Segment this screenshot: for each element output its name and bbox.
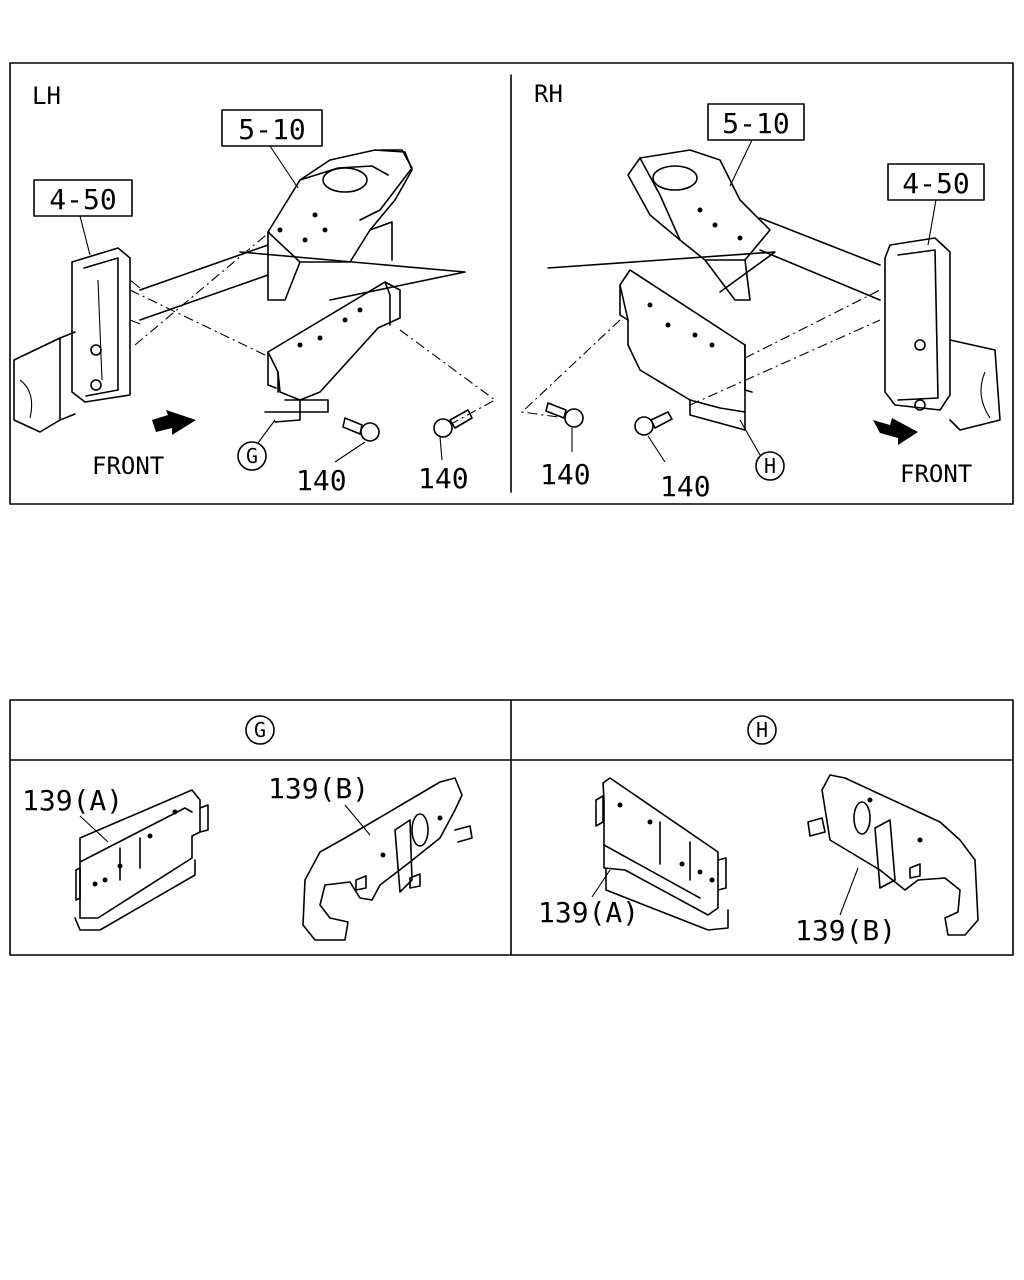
lh-ref-frame: 4-50 [49,183,116,216]
lh-projection-line [134,229,273,346]
h-part-b-label: 139(B) [795,914,896,947]
lh-projection-line [399,329,497,431]
lh-ref-frame-box [33,179,133,217]
lh-panel: LH [13,82,497,497]
lh-bolt-label-2: 140 [418,462,469,495]
rh-projection-line [689,319,881,406]
rh-leader-line [927,199,937,246]
lh-leader-line [79,215,91,256]
lh-crossmember [139,149,413,321]
lh-side-label: LH [32,82,61,110]
lh-projection-line [239,251,466,301]
rh-bolt-1 [545,402,584,452]
exploded-view-border [9,62,1014,505]
lh-bracket [267,281,401,423]
h-part-b-drawing [807,774,979,936]
h-part-a-drawing [595,777,729,931]
lh-ref-crossmember-box [221,109,323,147]
detail-h-header: H [756,718,768,742]
detail-g-header: G [254,718,266,742]
detail-g-header-circle [245,715,275,745]
lh-detail-marker: G [246,444,258,468]
detail-h-header-circle [747,715,777,745]
lh-frame-rail [13,247,141,433]
rh-ref-frame: 4-50 [902,167,969,200]
rh-leader-line [729,139,753,187]
rh-ref-crossmember-box [707,103,805,141]
lh-leader-line [257,419,276,444]
rh-front-arrow-icon [873,418,918,445]
lh-bolt-label-1: 140 [296,464,347,497]
lh-bolt-1 [334,417,380,463]
rh-detail-marker-circle [755,451,785,481]
detail-table: G H 139(A) 139(B) [9,699,1014,956]
lh-detail-marker-circle [237,441,267,471]
rh-side-label: RH [534,80,563,108]
g-part-a-drawing [74,789,209,931]
lh-front-arrow-icon [152,410,196,435]
h-part-b-leader [839,867,859,916]
rh-detail-marker: H [764,454,776,478]
lh-plate [264,399,329,413]
g-part-a-leader [79,815,109,843]
rh-bracket [619,269,753,431]
h-part-a-label: 139(A) [538,896,639,929]
rh-frame-rail [884,237,1001,431]
g-part-b-drawing [302,777,473,941]
lh-ref-crossmember: 5-10 [238,113,305,146]
h-part-a-leader [591,869,611,898]
g-part-a-label: 139(A) [22,784,123,817]
rh-crossmember [627,149,881,301]
g-part-b-label: 139(B) [268,772,369,805]
lh-projection-line [129,289,266,356]
rh-leader-line [739,419,761,456]
rh-bolt-2 [634,411,673,463]
rh-panel: RH [520,80,1001,503]
rh-bolt-label-2: 140 [660,470,711,503]
rh-front-label: FRONT [900,460,972,488]
rh-projection-line [520,319,621,421]
lh-leader-line [269,145,299,189]
rh-projection-line [547,251,776,293]
rh-projection-line [744,289,881,359]
rh-bolt-label-1: 140 [540,458,591,491]
lh-bolt-2 [433,409,473,461]
g-part-b-leader [344,804,371,836]
rh-ref-crossmember: 5-10 [722,107,789,140]
lh-front-label: FRONT [92,452,164,480]
